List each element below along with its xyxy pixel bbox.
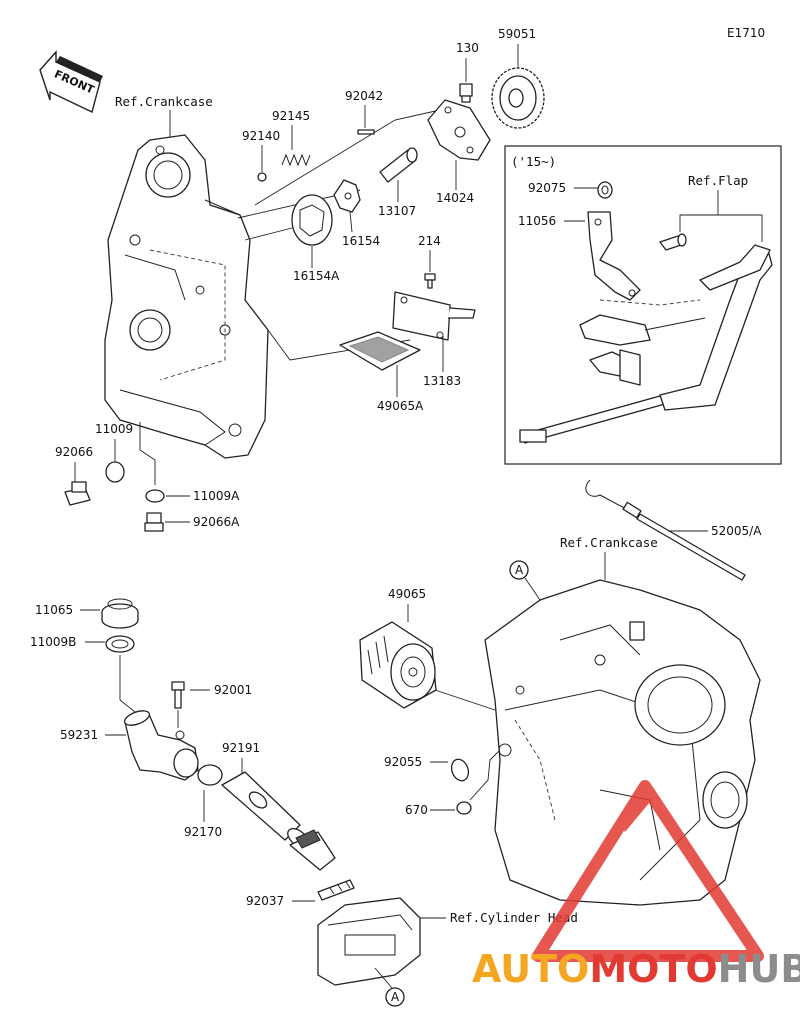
label-13183: 13183 (423, 374, 461, 388)
screen-49065A (339, 331, 421, 371)
diagram-id: E1710 (727, 26, 765, 40)
pin-92042 (357, 129, 375, 135)
watermark-logo (532, 780, 764, 962)
plate-13183 (392, 291, 476, 341)
label-16154: 16154 (342, 234, 380, 248)
washer-11009A (145, 489, 165, 503)
plug-92066 (64, 481, 91, 506)
hose-92191 (221, 771, 336, 871)
watermark-word-moto: MOTO (589, 947, 717, 991)
label-11056: 11056 (518, 214, 556, 228)
label-11009A: 11009A (193, 489, 240, 503)
label-130: 130 (456, 41, 479, 55)
label-52005A: 52005/A (711, 524, 762, 538)
breather-cover (317, 897, 421, 986)
filler-neck-59231 (123, 710, 199, 781)
label-92037: 92037 (246, 894, 284, 908)
label-14024: 14024 (436, 191, 474, 205)
grommet-92075 (597, 181, 613, 199)
dipstick-52005A (585, 479, 746, 581)
flap-assembly (519, 244, 773, 444)
marker-a-top-label: A (515, 563, 524, 577)
label-11065: 11065 (35, 603, 73, 617)
watermark-triangle-icon (532, 780, 764, 962)
bolt-flap (659, 233, 687, 251)
label-16154A: 16154A (293, 269, 340, 283)
screw-214 (424, 273, 436, 289)
plate-14024 (427, 99, 491, 161)
label-59231: 59231 (60, 728, 98, 742)
watermark-word-auto: AUTO (472, 947, 589, 991)
oring-92055 (450, 758, 470, 782)
gear-59051 (491, 67, 545, 129)
label-11009: 11009 (95, 422, 133, 436)
ref-crankcase-top: Ref.Crankcase (115, 94, 213, 109)
bracket-11056 (587, 211, 641, 301)
plug-92066A (144, 512, 164, 532)
ref-crankcase-bottom: Ref.Crankcase (560, 535, 658, 550)
marker-a-bottom (385, 987, 405, 1007)
ball-92140 (257, 172, 267, 182)
ref-flap: Ref.Flap (688, 173, 748, 188)
spring-92145 (281, 153, 311, 167)
gasket-11009B (105, 635, 135, 653)
label-92145: 92145 (272, 109, 310, 123)
rotor-16154 (333, 179, 361, 213)
inset-box (504, 145, 782, 465)
label-92001: 92001 (214, 683, 252, 697)
label-11009B: 11009B (30, 635, 76, 649)
label-13107: 13107 (378, 204, 416, 218)
label-92042: 92042 (345, 89, 383, 103)
label-92191: 92191 (222, 741, 260, 755)
label-92170: 92170 (184, 825, 222, 839)
clip-92037 (317, 879, 355, 901)
bolt-130 (459, 83, 473, 103)
inset-note: ('15~) (511, 154, 556, 169)
crankcase-cover (104, 134, 269, 459)
label-92075: 92075 (528, 181, 566, 195)
clamp-92170 (197, 764, 223, 786)
label-92055: 92055 (384, 755, 422, 769)
front-arrow-icon: FRONT (39, 50, 103, 113)
ref-cylinder-head: Ref.Cylinder Head (450, 910, 578, 925)
marker-a-top (509, 560, 529, 580)
oring-670 (456, 801, 472, 815)
label-92140: 92140 (242, 129, 280, 143)
label-214: 214 (418, 234, 441, 248)
gasket-11009 (105, 461, 125, 483)
bolt-92001 (171, 681, 185, 709)
watermark-word-hub: HUB (718, 947, 800, 991)
oil-filter-49065 (359, 621, 437, 709)
cap-11065 (101, 598, 139, 629)
marker-a-bottom-label: A (391, 990, 400, 1004)
label-59051: 59051 (498, 27, 536, 41)
watermark-text: AUTOMOTOHUB (472, 947, 800, 991)
label-92066: 92066 (55, 445, 93, 459)
label-670: 670 (405, 803, 428, 817)
crankcase-lower (484, 579, 761, 906)
rotor-16154A (291, 194, 333, 246)
label-92066A: 92066A (193, 515, 240, 529)
label-49065: 49065 (388, 587, 426, 601)
shaft-13107 (379, 147, 418, 183)
label-49065A: 49065A (377, 399, 424, 413)
